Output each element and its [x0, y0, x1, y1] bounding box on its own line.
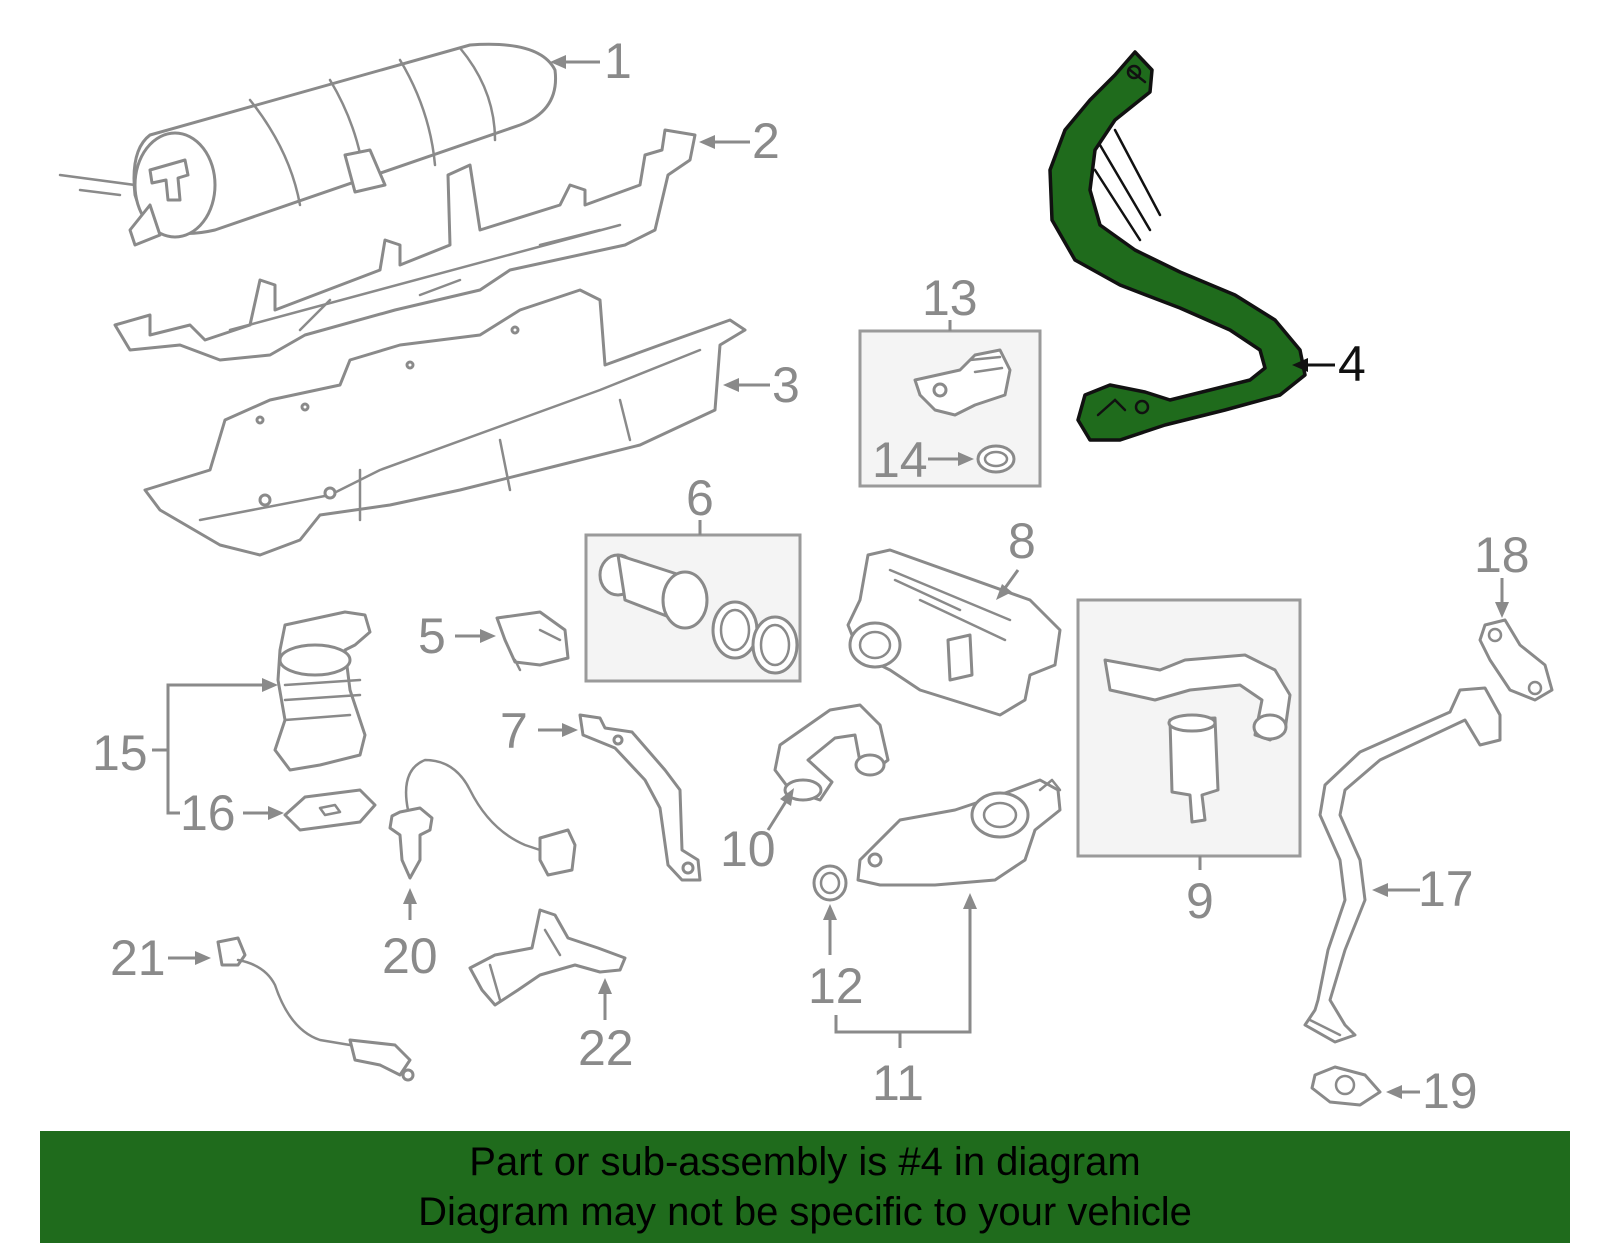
- callout-1: 1: [550, 33, 632, 89]
- part-1-canister: [58, 42, 558, 247]
- callout-6: 6: [686, 470, 714, 535]
- callout-12: 12: [808, 904, 864, 1014]
- part-7-bracket: [578, 713, 702, 882]
- svg-text:18: 18: [1474, 527, 1530, 583]
- callout-2: 2: [699, 113, 780, 169]
- svg-text:15: 15: [92, 725, 148, 781]
- callout-18: 18: [1474, 527, 1530, 618]
- callout-4: 4: [1292, 336, 1366, 392]
- svg-text:19: 19: [1422, 1063, 1478, 1119]
- part-3-shield: [143, 288, 747, 557]
- part-11-valve-body: [856, 778, 1062, 887]
- svg-text:4: 4: [1338, 336, 1366, 392]
- part-9-hose-kit: [1103, 653, 1292, 824]
- part-15-egr-valve: [273, 610, 372, 772]
- callout-7: 7: [500, 703, 578, 759]
- svg-text:10: 10: [720, 821, 776, 877]
- part-13-sensor: [913, 348, 1012, 417]
- part-14-oring: [976, 444, 1016, 474]
- part-16-gasket: [283, 788, 377, 832]
- part-5-sensor: [495, 610, 570, 672]
- part-12-oring: [812, 864, 848, 902]
- callout-19: 19: [1386, 1063, 1478, 1119]
- svg-text:8: 8: [1008, 513, 1036, 569]
- banner-line-1: Part or sub-assembly is #4 in diagram: [469, 1140, 1141, 1184]
- svg-text:3: 3: [772, 357, 800, 413]
- svg-text:17: 17: [1418, 861, 1474, 917]
- callout-22: 22: [578, 978, 634, 1076]
- part-4-pipe-highlighted: [1048, 50, 1307, 442]
- part-19-gasket: [1310, 1065, 1382, 1107]
- callout-10: 10: [720, 788, 794, 877]
- svg-text:7: 7: [500, 703, 528, 759]
- banner-line-2: Diagram may not be specific to your vehi…: [418, 1190, 1192, 1234]
- callout-20: 20: [382, 888, 438, 984]
- callout-11: 11: [834, 893, 977, 1111]
- callout-13: 13: [922, 270, 978, 331]
- svg-text:20: 20: [382, 928, 438, 984]
- svg-text:2: 2: [752, 113, 780, 169]
- part-6-valve-kit: [598, 553, 799, 675]
- part-17-pipe: [1303, 686, 1502, 1044]
- svg-text:22: 22: [578, 1020, 634, 1076]
- callout-15-16: 15 16: [92, 678, 284, 841]
- svg-text:1: 1: [604, 33, 632, 89]
- svg-text:11: 11: [872, 1055, 924, 1111]
- svg-text:12: 12: [808, 958, 864, 1014]
- part-10-hose: [773, 703, 890, 802]
- svg-text:14: 14: [872, 432, 928, 488]
- svg-text:21: 21: [110, 930, 166, 986]
- callout-21: 21: [110, 930, 211, 986]
- callout-9: 9: [1186, 856, 1214, 929]
- svg-text:9: 9: [1186, 873, 1214, 929]
- svg-text:16: 16: [180, 785, 236, 841]
- callout-8: 8: [996, 513, 1036, 600]
- part-22-bracket: [468, 908, 627, 1007]
- part-18-gasket: [1478, 618, 1554, 702]
- part-20-oxygen-sensor: [388, 758, 577, 880]
- svg-text:13: 13: [922, 270, 978, 326]
- part-8-housing: [846, 548, 1062, 717]
- callout-14: 14: [872, 432, 974, 488]
- svg-text:6: 6: [686, 470, 714, 526]
- callout-3: 3: [723, 357, 800, 413]
- callout-17: 17: [1372, 861, 1474, 917]
- callout-5: 5: [418, 608, 496, 664]
- info-banner: Part or sub-assembly is #4 in diagram Di…: [40, 1131, 1570, 1243]
- part-21-sensor: [216, 936, 415, 1082]
- part-2-bracket: [113, 128, 697, 362]
- svg-text:5: 5: [418, 608, 446, 664]
